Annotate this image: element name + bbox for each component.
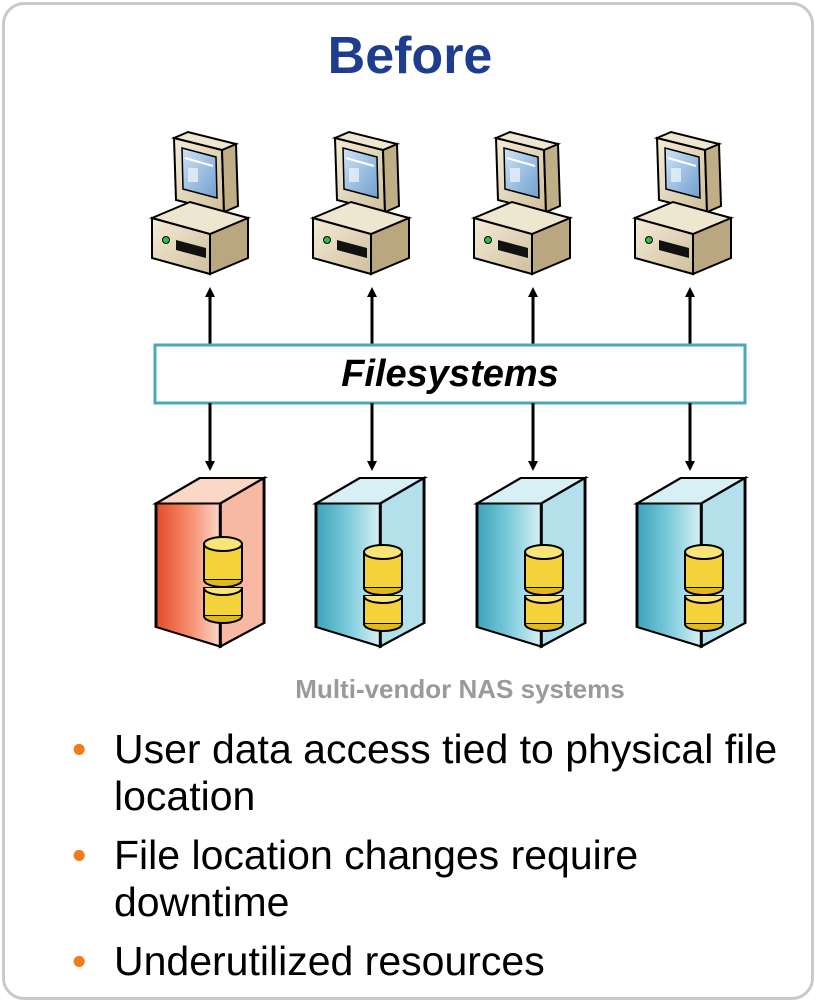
filesystems-label: Filesystems xyxy=(341,352,559,395)
nas-server-1 xyxy=(154,476,266,649)
client-arrows xyxy=(205,287,695,346)
client-computer-4 xyxy=(634,131,732,275)
nas-server-3 xyxy=(475,476,587,649)
desktop-computer-icon xyxy=(473,131,571,275)
disk-stack-icon xyxy=(524,544,564,632)
disk-stack-icon xyxy=(684,544,724,632)
disk-stack-icon xyxy=(203,536,243,624)
desktop-computer-icon xyxy=(312,131,410,275)
desktop-computer-icon xyxy=(151,131,249,275)
client-computer-1 xyxy=(151,131,249,275)
bullet-item: •Underutilized resources xyxy=(72,938,545,984)
bullet-list: •User data access tied to physical file … xyxy=(70,726,790,997)
desktop-computer-icon xyxy=(634,131,732,275)
client-computer-3 xyxy=(473,131,571,275)
bullet-dot-icon: • xyxy=(72,726,87,772)
bullet-dot-icon: • xyxy=(72,832,87,878)
client-computer-2 xyxy=(312,131,410,275)
nas-caption: Multi-vendor NAS systems xyxy=(295,674,625,704)
filesystems-bar xyxy=(153,343,747,405)
bullet-item: •User data access tied to physical file … xyxy=(72,726,778,819)
bullet-item: •File location changes require downtime xyxy=(72,832,639,925)
disk-stack-icon xyxy=(363,544,403,632)
nas-server-4 xyxy=(635,476,747,649)
panel-title: Before xyxy=(327,27,493,85)
nas-server-2 xyxy=(314,476,426,649)
bullet-dot-icon: • xyxy=(72,938,87,984)
storage-arrows xyxy=(205,403,695,471)
